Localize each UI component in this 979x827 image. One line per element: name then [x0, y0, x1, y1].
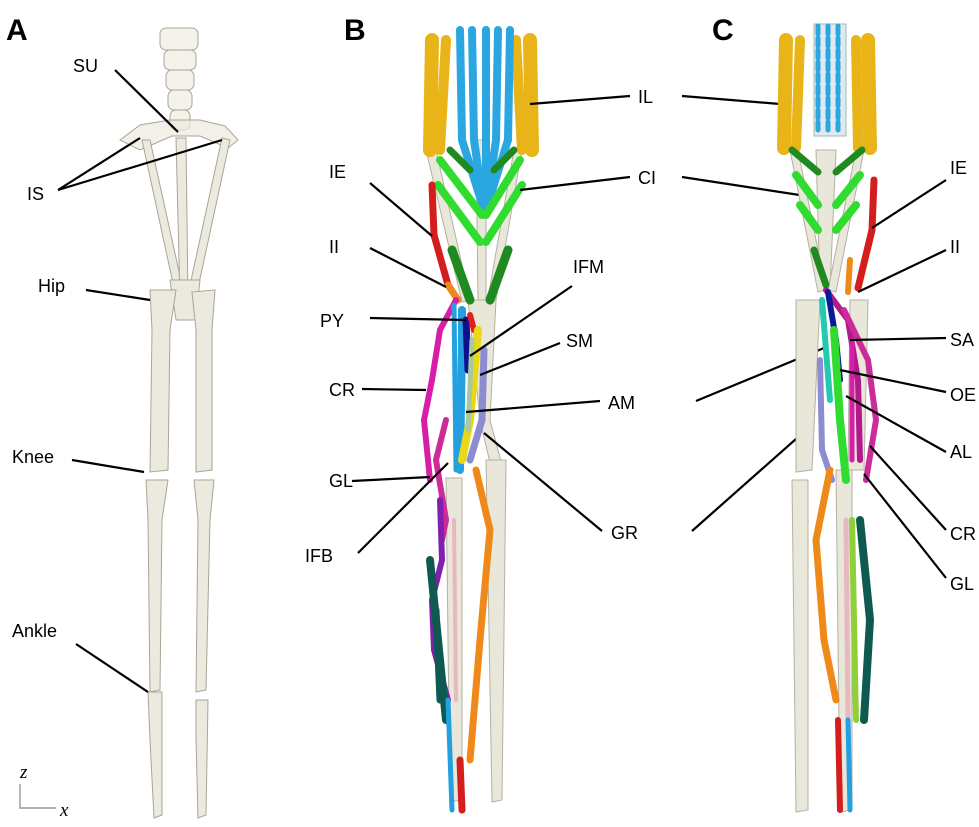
panel-label-c: C [712, 14, 734, 47]
tarsi [148, 692, 208, 818]
label-ie-c: IE [950, 158, 967, 178]
panel-b: B [305, 14, 824, 810]
label-al: AL [950, 442, 972, 462]
label-ii-b: II [329, 237, 339, 257]
leader-ci-b [520, 177, 630, 190]
label-sm: SM [566, 331, 593, 351]
label-ifm: IFM [573, 257, 604, 277]
leader-py [370, 318, 466, 320]
tibias [146, 480, 214, 692]
label-am: AM [608, 393, 635, 413]
leader-ii-b [370, 248, 446, 287]
panel-label-a: A [6, 14, 28, 47]
label-ifb: IFB [305, 546, 333, 566]
label-is: IS [27, 184, 44, 204]
leader-hip [86, 290, 150, 300]
label-ankle: Ankle [12, 621, 57, 641]
leader-cr-c [870, 446, 946, 530]
leader-ifb [358, 463, 448, 553]
label-gl-b: GL [329, 471, 353, 491]
label-sa: SA [950, 330, 974, 350]
panel-a: A [6, 14, 238, 821]
axes-indicator: z x [19, 762, 69, 821]
label-su: SU [73, 56, 98, 76]
leader-cr-b [362, 389, 426, 390]
label-py: PY [320, 311, 344, 331]
leader-gl-c [864, 474, 946, 578]
leader-knee [72, 460, 144, 472]
leader-ie-c [872, 180, 946, 228]
label-ii-c: II [950, 237, 960, 257]
label-cr-c: CR [950, 524, 976, 544]
label-cr-b: CR [329, 380, 355, 400]
label-il: IL [638, 87, 653, 107]
leader-ii-c [858, 250, 946, 292]
pelvis [120, 120, 238, 320]
label-oe: OE [950, 385, 976, 405]
leader-il-c [682, 96, 780, 104]
leader-il-b [530, 96, 630, 104]
leader-ie-b [370, 183, 432, 236]
panel-label-b: B [344, 14, 366, 47]
label-gl-c: GL [950, 574, 974, 594]
panel-c: C [712, 14, 976, 812]
axis-z-label: z [19, 762, 28, 783]
label-hip: Hip [38, 276, 65, 296]
axis-lines [20, 784, 56, 808]
axis-x-label: x [59, 800, 69, 821]
label-ci: CI [638, 168, 656, 188]
leader-is-1 [58, 138, 140, 190]
leader-ankle [76, 644, 148, 692]
sacral-vertebrae [160, 28, 198, 130]
label-ie-b: IE [329, 162, 346, 182]
label-knee: Knee [12, 447, 54, 467]
leader-ci-c [682, 177, 806, 196]
leader-gl-b [352, 477, 430, 481]
label-gr: GR [611, 523, 638, 543]
